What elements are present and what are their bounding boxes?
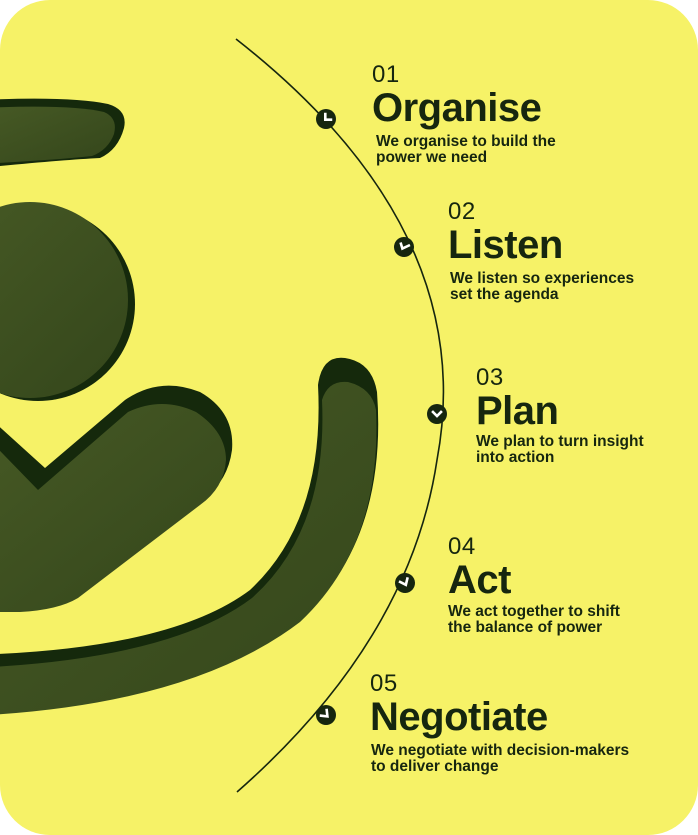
step-plan: 03 Plan We plan to turn insight into act… — [476, 366, 644, 466]
step-title: Organise — [372, 86, 542, 130]
heart-shape — [0, 385, 233, 612]
step-description: We plan to turn insight into action — [476, 433, 644, 466]
step-marker-5 — [316, 705, 336, 725]
step-marker-4 — [395, 573, 415, 593]
step-number: 03 — [476, 364, 504, 391]
top-bar-shape — [0, 98, 125, 167]
step-marker-1 — [316, 109, 336, 129]
step-organise: 01 Organise We organise to build the pow… — [372, 63, 556, 166]
step-description: We organise to build the power we need — [376, 133, 556, 166]
step-number: 04 — [448, 533, 476, 560]
step-number: 05 — [370, 670, 398, 697]
step-description: We negotiate with decision-makers to del… — [371, 742, 630, 775]
head-circle-shape — [0, 202, 135, 401]
step-marker-3 — [427, 404, 447, 424]
step-title: Negotiate — [370, 695, 548, 739]
step-description: We act together to shift the balance of … — [448, 603, 620, 636]
step-title: Plan — [476, 389, 559, 433]
timeline-curve — [235, 38, 445, 793]
step-title: Listen — [448, 223, 563, 267]
step-title: Act — [448, 558, 511, 602]
step-marker-2 — [394, 237, 414, 257]
step-number: 02 — [448, 198, 476, 225]
step-act: 04 Act We act together to shift the bala… — [448, 535, 620, 636]
step-description: We listen so experiences set the agenda — [450, 270, 635, 303]
smile-arc-shape — [0, 357, 379, 715]
step-number: 01 — [372, 61, 400, 88]
step-listen: 02 Listen We listen so experiences set t… — [448, 200, 634, 303]
step-negotiate: 05 Negotiate We negotiate with decision-… — [370, 672, 629, 775]
